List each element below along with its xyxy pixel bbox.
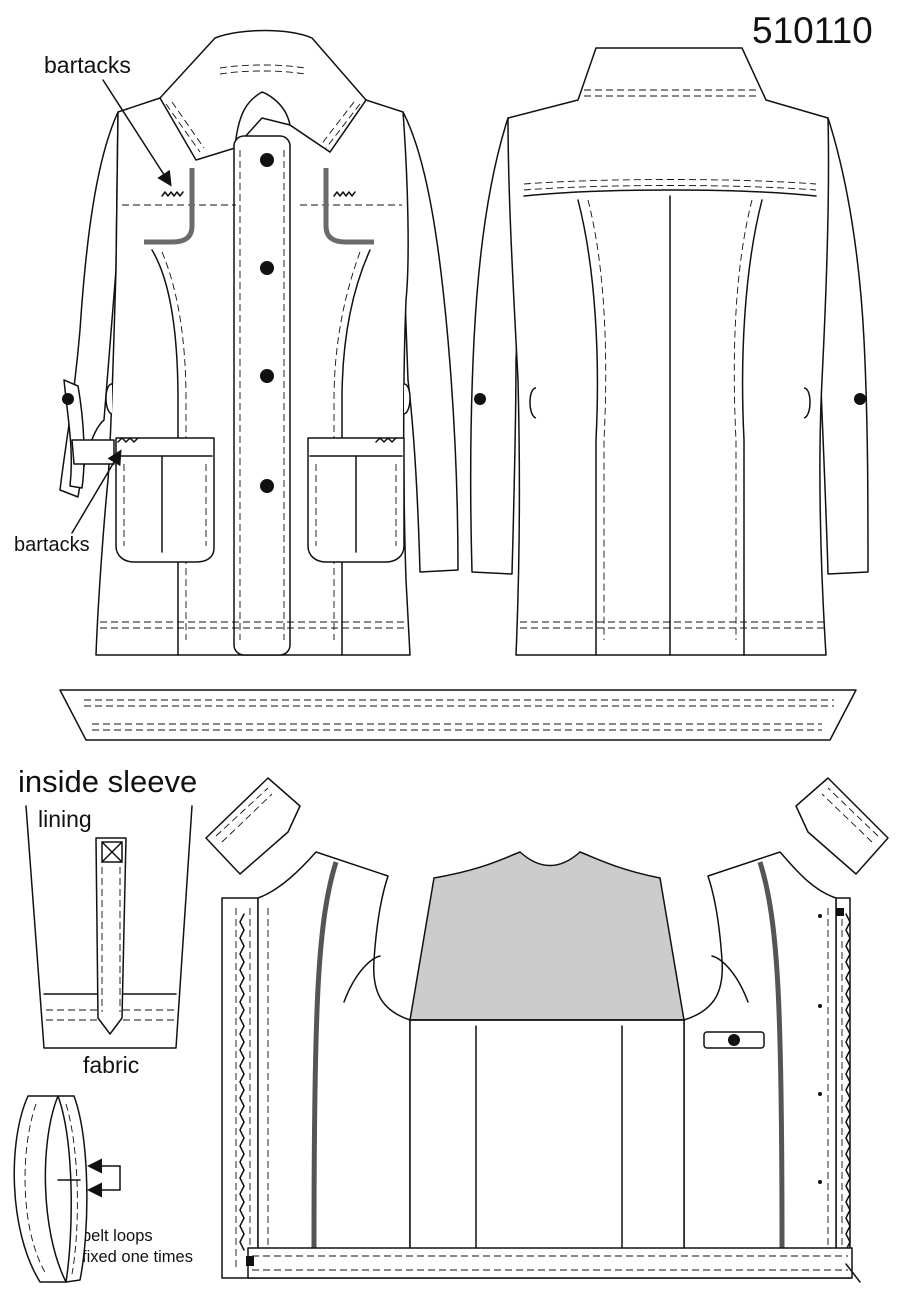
front-left-pocket (115, 437, 215, 563)
front-button (260, 261, 274, 275)
lining-label: lining (38, 806, 92, 832)
back-view (469, 47, 869, 656)
inside-sleeve-title: inside sleeve (18, 764, 198, 799)
right-chest-accent-stitch (323, 168, 374, 245)
back-body (507, 47, 830, 656)
front-collar (159, 29, 367, 161)
back-left-sleeve (469, 117, 521, 575)
style-number: 510110 (752, 10, 873, 51)
belt (59, 689, 857, 741)
front-button (260, 369, 274, 383)
back-right-sleeve (817, 117, 869, 575)
back-lining (409, 851, 685, 1021)
front-button (260, 479, 274, 493)
inside-sleeve-detail (25, 805, 193, 1049)
belt-loops-label: belt loops (82, 1227, 153, 1245)
belt-loops-fixed-label: fixed one times (82, 1248, 193, 1266)
fabric-label: fabric (83, 1052, 140, 1078)
belt-loop-detail (13, 1095, 121, 1283)
front-button (260, 153, 274, 167)
front-view (59, 29, 459, 656)
front-placket (233, 135, 291, 656)
left-chest-accent-stitch (144, 168, 195, 245)
bartacks-label-top: bartacks (44, 52, 131, 78)
front-right-sleeve (402, 111, 459, 573)
bartacks-label-bottom: bartacks (14, 534, 90, 556)
inside-view (205, 777, 889, 1283)
